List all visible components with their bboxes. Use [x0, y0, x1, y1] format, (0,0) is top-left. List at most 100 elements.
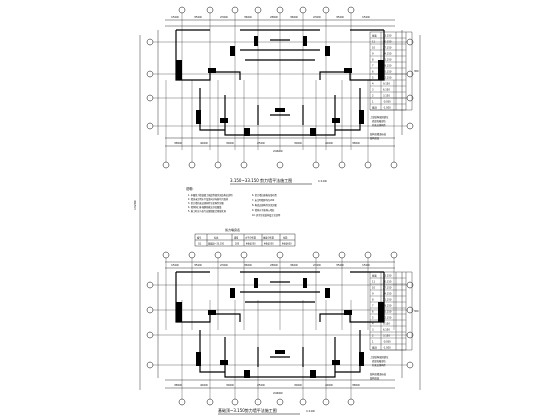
upper-axis-bubbles-bottom	[162, 161, 398, 169]
schedule-elevation-cell: 21.150	[383, 299, 392, 302]
schedule-floor-cell: 8	[372, 299, 374, 302]
dim-text: 3500	[194, 263, 202, 267]
schedule-elevation-cell: 24.150	[383, 53, 392, 56]
dim-text: 4000	[325, 383, 333, 387]
note-line: 6. 剪力墙拉筋梅花形布置	[252, 193, 277, 197]
wall-table	[194, 233, 296, 247]
lower-plan: 1500 3500 2300 3600 2800 3600 2300 3500 …	[146, 251, 414, 415]
schedule-floor-cell: 基顶	[372, 106, 377, 110]
dim-text: 2500	[257, 141, 265, 145]
overall-height-text: 13200	[133, 200, 137, 210]
note-line: 4. 墙体洞口补强钢筋做法详见图集	[188, 205, 222, 209]
table-cell: Q1	[198, 243, 202, 246]
note-line: 1. 本图剪力墙混凝土强度等级详见结构总说明	[188, 193, 233, 197]
schedule-note: 结构层高	[370, 136, 380, 140]
schedule-elevation-cell: -1.500	[383, 107, 391, 110]
schedule-note: 上部结构嵌固部位	[370, 115, 389, 119]
lower-plan-title: 基础顶~3.150剪力墙平法施工图	[218, 407, 277, 413]
dim-text: 4000	[200, 383, 208, 387]
schedule-elevation-cell: 27.150	[383, 47, 392, 50]
schedule-elevation-cell: 9.150	[383, 83, 390, 86]
schedule-elevation-cell: 9.150	[383, 323, 390, 326]
schedule-floor-cell: 11	[372, 41, 376, 44]
schedule-floor-cell: 5	[372, 77, 374, 80]
schedule-elevation-cell: 6.150	[383, 329, 390, 332]
dim-text: 2300	[220, 15, 228, 19]
dim-text: 3900	[226, 141, 234, 145]
lower-dims-top-texts: 1500 3500 2300 3600 2800 3600 2300 3500 …	[171, 263, 370, 267]
table-header: 水平分布筋	[245, 236, 257, 240]
schedule-floor-cell: 1	[372, 341, 374, 344]
table-header: 拉筋	[283, 236, 288, 240]
schedule-floor-cell: 7	[372, 65, 374, 68]
table-header: 墙厚	[234, 236, 239, 240]
dim-text: 1500	[362, 15, 370, 19]
dim-text: 4000	[200, 141, 208, 145]
schedule-elevation-cell: 15.150	[383, 71, 392, 74]
dim-text: 1500	[362, 263, 370, 267]
upper-plan: 1500 3500 2300 3600 2800 3600 2300 3500 …	[146, 6, 414, 185]
note-line: 3. 剪力墙约束边缘构件详见构件详图	[188, 201, 224, 205]
schedule-elevation-cell: 18.150	[383, 305, 392, 308]
schedule-floor-cell: 7	[372, 305, 374, 308]
schedule-elevation-cell: 24.150	[383, 293, 392, 296]
lower-schedule-grid	[369, 271, 413, 351]
dim-text: 2800	[270, 263, 278, 267]
schedule-note: 约束边缘构件	[372, 123, 386, 127]
upper-dims-top-texts: 1500 3500 2300 3600 2800 3600 2300 3500 …	[171, 15, 370, 19]
dim-text: 3900	[294, 141, 302, 145]
dim-text: 2300	[313, 263, 321, 267]
schedule-note: 上部结构嵌固部位	[370, 355, 389, 359]
schedule-note: 结构层楼面标高	[370, 372, 387, 376]
schedule-floor-cell: 3	[372, 89, 374, 92]
schedule-floor-cell: 1	[372, 101, 374, 104]
dim-total-text: 24600	[273, 391, 283, 395]
dim-text: 3600	[244, 15, 252, 19]
schedule-elevation-cell: 30.150	[383, 281, 392, 284]
schedule-floor-cell: 10	[372, 47, 376, 50]
dim-total-text: 24600	[273, 149, 283, 153]
upper-dimension-lines	[157, 19, 403, 147]
schedule-elevation-cell: -0.050	[383, 101, 391, 104]
dim-text: 2500	[257, 383, 265, 387]
table-cell: Φ8@200	[264, 243, 274, 246]
schedule-floor-cell: 2	[372, 95, 374, 98]
schedule-floor-cell: 4	[372, 323, 374, 326]
schedule-elevation-cell: 21.150	[383, 59, 392, 62]
table-header: 标高	[214, 236, 219, 240]
schedule-floor-cell: 6	[372, 311, 374, 314]
schedule-elevation-cell: 3.150	[383, 95, 390, 98]
schedule-floor-cell: 2	[372, 335, 374, 338]
dim-text: 3900	[226, 383, 234, 387]
note-line: 9. 墙体水平筋伸入暗柱	[252, 208, 275, 212]
wall-table-headers: 编号 标高 墙厚 水平分布筋 垂直分布筋 拉筋	[197, 236, 288, 240]
table-header: 垂直分布筋	[263, 236, 275, 240]
schedule-side-label: 300	[414, 310, 419, 313]
upper-axis-bubbles-top	[178, 6, 355, 14]
schedule-floor-cell: 5	[372, 317, 374, 320]
lower-dims-bottom-texts: 3800 4000 3900 2500 3900 4000 3800 24600	[174, 383, 360, 395]
schedule-floor-cell: 9	[372, 293, 374, 296]
schedule-floor-cell: 屋面	[372, 274, 377, 278]
dim-text: 3500	[194, 15, 202, 19]
note-line: 2. 墙身未注明水平及竖向分布筋均为双排	[188, 197, 229, 201]
upper-grid	[153, 13, 407, 162]
lower-axis-bubbles-top	[162, 251, 398, 259]
schedule-elevation-cell: 15.150	[383, 311, 392, 314]
dim-text: 4000	[325, 141, 333, 145]
schedule-elevation-cell: 30.150	[383, 41, 392, 44]
schedule-note: 结构层楼面标高	[370, 132, 387, 136]
lower-dimension-lines	[157, 261, 403, 389]
schedule-note: 结构层高	[370, 376, 380, 380]
dim-text: 1500	[171, 15, 179, 19]
dim-text: 3800	[352, 383, 360, 387]
lower-axis-bubbles-bottom	[178, 398, 355, 406]
schedule-elevation-cell: 33.150	[383, 35, 392, 38]
schedule-floor-cell: 基顶	[372, 346, 377, 350]
dim-text: 3900	[294, 383, 302, 387]
dim-text: 3600	[290, 15, 298, 19]
overall-dimension: 13200	[133, 35, 421, 390]
note-line: 7. 未注明墙厚均为200	[252, 198, 275, 202]
dim-text: 2300	[220, 263, 228, 267]
